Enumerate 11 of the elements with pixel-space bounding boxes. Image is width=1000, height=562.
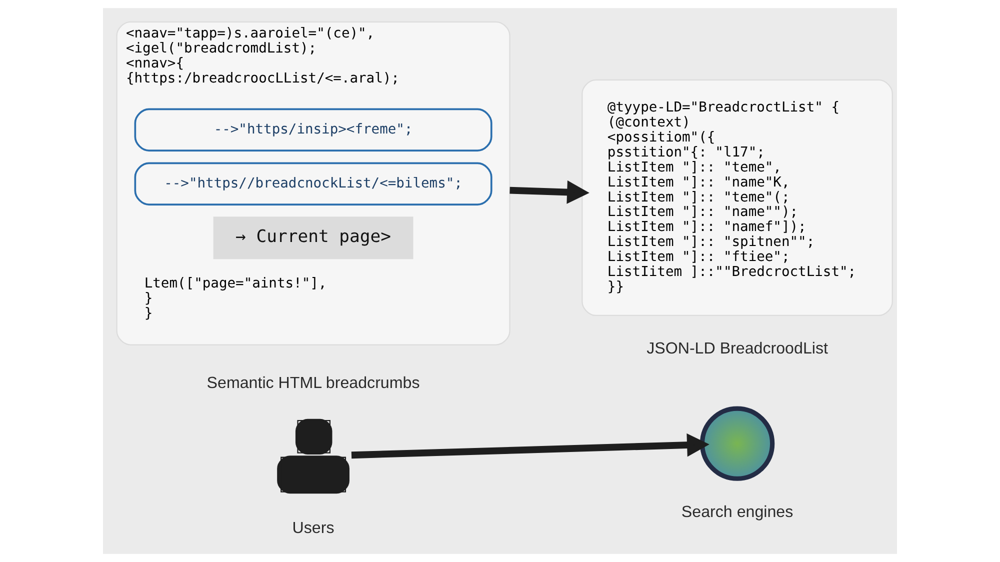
node-label: Users <box>292 518 334 537</box>
arrow <box>510 180 590 204</box>
arrow <box>351 433 710 459</box>
node-box: → Current page> <box>213 216 414 260</box>
node-box: -->"https//breadcnockList/<=bilems"; <box>134 162 492 206</box>
node-box: -->"https/insip><freme"; <box>134 108 492 152</box>
node-box: @tyype-LD="BreadcroctList" { (@context) <possitiom"({ psstition"{: "l17"; ListItem "]:: "teme", ListItem "]:: "name"K, ListItem "]:: "teme"(; ListItem "]:: "name""); ListItem "]:: "namef"]); ListItem "]:: "spitnen""; ListItem "]:: "ftiee"; ListIitem ]::""BredcroctList"; }} <box>582 79 893 316</box>
node-label: Search engines <box>681 502 794 521</box>
node-label: Semantic HTML breadcrumbs <box>206 374 420 392</box>
node-label: JSON-LD BreadcroodList <box>646 340 828 358</box>
node-picture <box>700 406 775 481</box>
